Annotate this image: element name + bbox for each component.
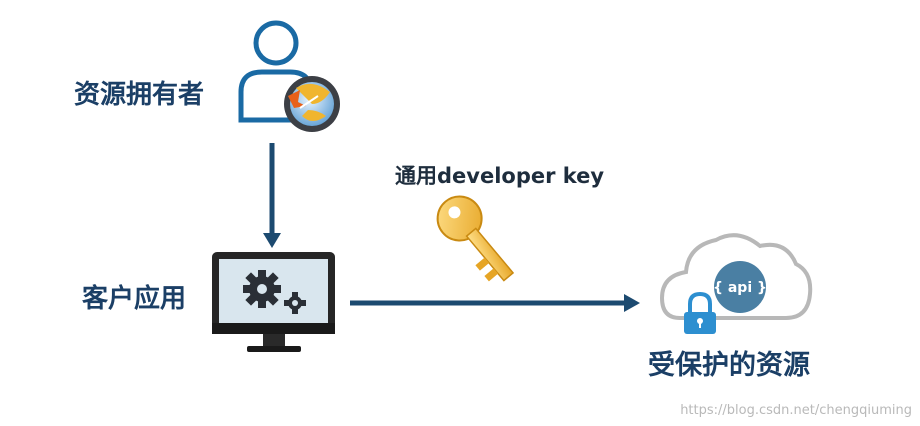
api-badge: { api } [713, 280, 767, 296]
browser-icon [284, 76, 340, 132]
arrow-client-to-resource [350, 294, 640, 312]
resource-owner-label: 资源拥有者 [74, 80, 205, 110]
protected-resource-label: 受保护的资源 [648, 350, 810, 381]
gear-icon [243, 270, 306, 314]
watermark: https://blog.csdn.net/chengqiuming [680, 403, 912, 418]
lock-icon [684, 291, 716, 334]
developer-key-label: 通用developer key [395, 164, 605, 188]
key-icon [436, 195, 515, 282]
cloud-icon [659, 233, 813, 320]
client-app-label: 客户应用 [82, 284, 187, 314]
arrow-owner-to-client [263, 143, 281, 248]
